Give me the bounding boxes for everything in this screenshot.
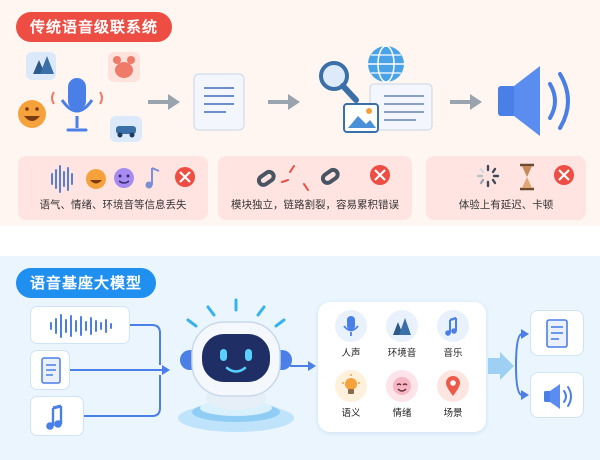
map-pin-icon (446, 376, 460, 396)
smiley-icon (393, 377, 411, 395)
problem-text: 模块独立，链路割裂，容易累积错误 (231, 199, 399, 211)
attribute-scene: 场景 (428, 370, 478, 419)
lightbulb-icon (342, 374, 360, 394)
traditional-pipeline (18, 45, 570, 142)
waveform-icon (51, 165, 73, 193)
microphone-icon (51, 78, 103, 132)
pipeline-arrow (450, 94, 482, 110)
laughing-face-icon (86, 169, 106, 189)
car-icon (110, 116, 142, 142)
music-note-icon (46, 404, 63, 430)
hourglass-icon (520, 163, 534, 191)
globe-icon (368, 45, 404, 83)
forest-icon (26, 52, 56, 80)
attribute-panel: 人声 环境音 音乐 语义 (318, 302, 486, 432)
document-icon (546, 319, 568, 348)
pipeline-arrow (268, 94, 300, 110)
problem-card-info-loss: 语气、情绪、环境音等信息丢失 (18, 156, 208, 220)
music-note-icon (145, 167, 160, 189)
music-input-box (30, 396, 84, 436)
error-x-icon (370, 165, 390, 185)
waveform-icon (50, 314, 112, 338)
foundation-title: 语音基座大模型 (16, 268, 157, 298)
document-icon (41, 357, 61, 384)
attribute-semantics: 语义 (326, 370, 376, 419)
image-icon (343, 103, 379, 133)
problem-text: 体验上有延迟、卡顿 (458, 199, 554, 211)
speaker-icon (498, 66, 570, 136)
forest-icon (393, 318, 411, 335)
problem-card-latency: 体验上有延迟、卡顿 (426, 156, 586, 220)
text-output-box (530, 310, 584, 356)
traditional-title: 传统语音级联系统 (16, 12, 173, 42)
audio-output-box (530, 372, 584, 418)
attribute-music: 音乐 (428, 310, 478, 359)
attribute-ambient-sound: 环境音 (377, 310, 427, 359)
error-x-icon (175, 167, 195, 187)
laughing-face-icon (18, 100, 46, 128)
problem-text: 语气、情绪、环境音等信息丢失 (39, 199, 187, 211)
music-note-icon (445, 316, 457, 336)
speaker-icon (544, 384, 572, 409)
audio-input-box (30, 306, 130, 344)
text-input-box (30, 350, 70, 390)
search-icon (319, 61, 359, 103)
smiley-icon (114, 168, 134, 188)
transcript-document-icon (193, 73, 245, 131)
loading-spinner-icon (476, 164, 500, 188)
error-x-icon (554, 165, 574, 185)
microphone-icon (343, 316, 359, 336)
attribute-human-voice: 人声 (326, 310, 376, 359)
dog-icon (108, 52, 140, 82)
broken-chain-icon (256, 165, 340, 191)
attribute-emotion: 情绪 (377, 370, 427, 419)
web-document-icon (369, 83, 433, 131)
problem-card-broken-chain: 模块独立，链路割裂，容易累积错误 (218, 156, 412, 220)
pipeline-arrow (148, 94, 180, 110)
